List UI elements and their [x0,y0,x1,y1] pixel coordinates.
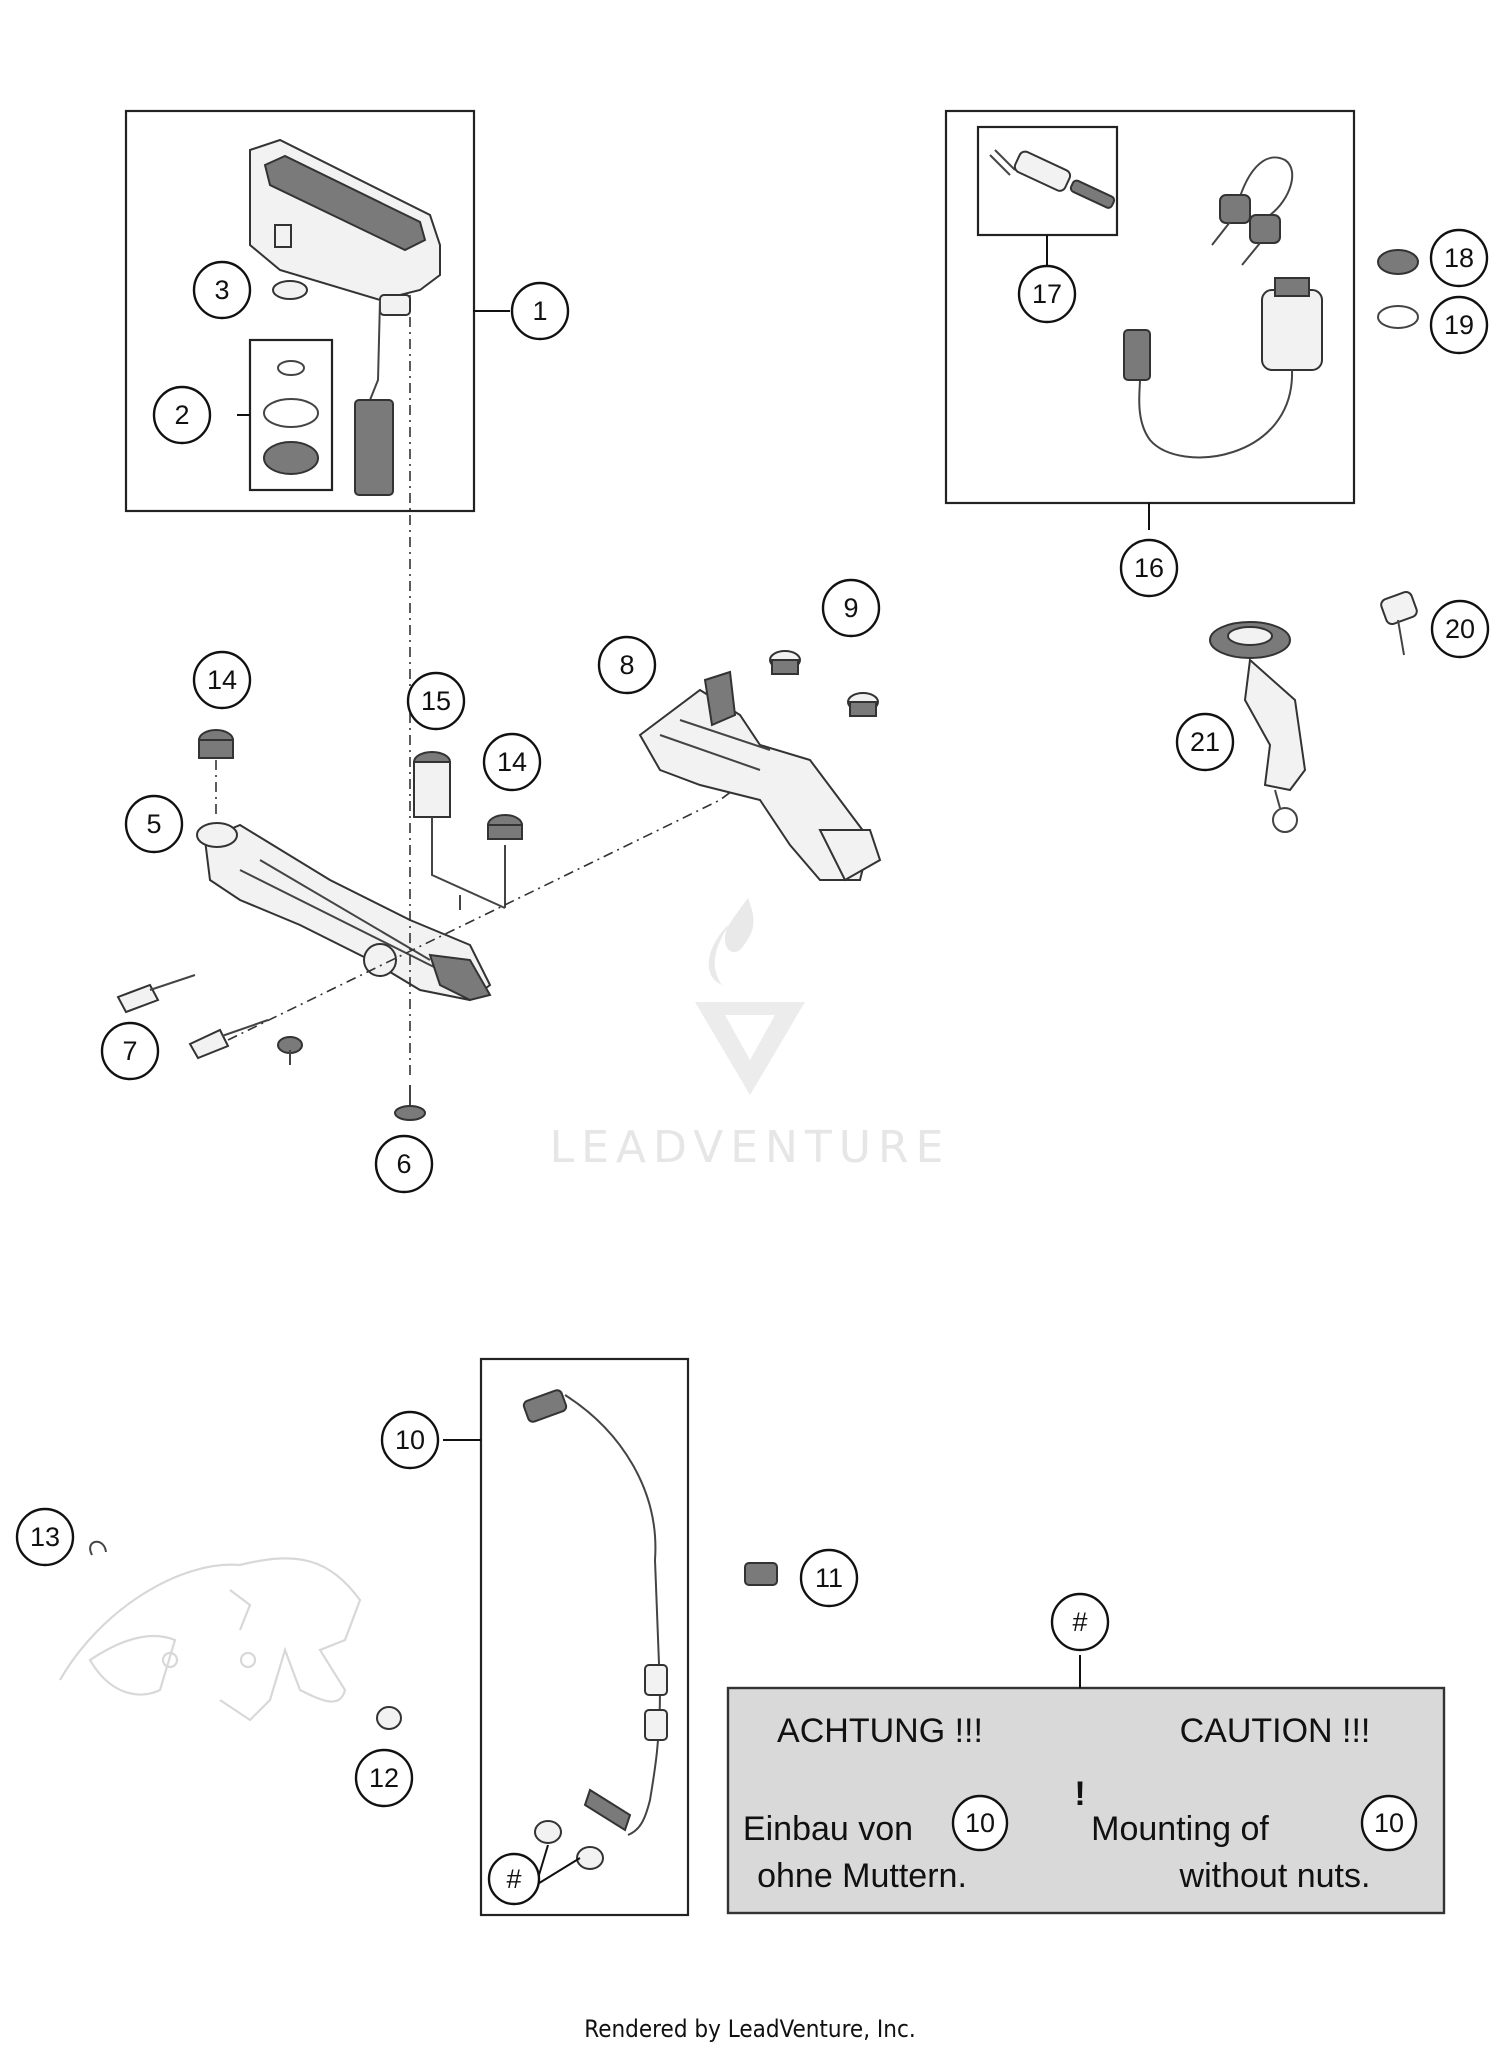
rubber-bushing-14a [198,729,234,815]
callout-14b: 14 [482,732,542,792]
callout-6: 6 [374,1134,434,1194]
sensor-cable-part [522,1389,668,1836]
svg-text:9: 9 [843,593,858,623]
ignition-switch-part [1123,277,1323,459]
svg-text:10: 10 [965,1808,995,1838]
rubber-bushing-5 [196,822,238,848]
callout-10: 10 [380,1410,440,1470]
callout-7: 7 [100,1021,160,1081]
caution-de-line2: ohne Muttern. [757,1857,967,1895]
callout-15: 15 [406,671,466,731]
callout-5: 5 [124,794,184,854]
fuel-cap-bracket-part [1209,621,1307,833]
flame-logo-icon [708,898,754,985]
callout-caution-en-ref: 10 [1360,1794,1418,1852]
callout-13: 13 [15,1507,75,1567]
callout-21: 21 [1175,712,1235,772]
callout-8: 8 [597,635,657,695]
caution-title-de: ACHTUNG !!! [777,1712,983,1750]
clip-part-11 [744,1562,778,1586]
exclamation-mark-icon: ! [1074,1775,1085,1813]
svg-text:18: 18 [1444,243,1474,273]
watermark-text: LEADVENTURE [550,1122,951,1173]
screw-part-7 [116,974,269,1060]
svg-text:2: 2 [174,400,189,430]
caution-en-line2: without nuts. [1179,1857,1371,1895]
holding-bracket-part [638,670,882,882]
svg-text:#: # [1072,1607,1087,1637]
dashboard-mount-part [203,823,492,1002]
nut-parts-hash [534,1820,604,1870]
svg-text:5: 5 [146,809,161,839]
callout-14a: 14 [192,650,252,710]
circlip-part-13 [89,1540,107,1556]
svg-text:15: 15 [421,686,451,716]
caution-title-en: CAUTION !!! [1180,1712,1371,1750]
svg-text:16: 16 [1134,553,1164,583]
callout-18: 18 [1429,228,1489,288]
callout-caution-de-ref: 10 [951,1794,1009,1852]
rings-part [1377,249,1419,329]
svg-text:11: 11 [815,1563,843,1593]
callout-1: 1 [510,281,570,341]
svg-text:10: 10 [395,1425,425,1455]
svg-text:17: 17 [1032,279,1062,309]
svg-text:10: 10 [1374,1808,1404,1838]
leadventure-watermark: LEADVENTURE [550,898,951,1173]
svg-text:14: 14 [207,665,237,695]
instrument-cluster-part [249,138,441,496]
nut-part-12 [376,1706,402,1730]
rubber-parts-kit [248,338,334,492]
callout-2: 2 [152,385,212,445]
key-blank-part [1380,591,1418,656]
footer-credit: Rendered by LeadVenture, Inc. [584,2015,916,2043]
svg-text:8: 8 [619,650,634,680]
svg-text:7: 7 [122,1036,137,1066]
svg-text:#: # [506,1864,521,1894]
lock-cylinder-part [989,149,1116,209]
caution-box [726,1686,1446,1915]
v-logo-icon [695,1002,805,1095]
assembly-line [431,817,506,910]
caution-de-line1: Einbau von [743,1810,913,1848]
group-frame-10 [479,1357,690,1917]
rubber-bushing-14b [487,814,523,840]
washer-part-3 [272,280,308,300]
callout-hash-bottom: # [487,1852,541,1906]
svg-text:20: 20 [1445,614,1475,644]
callout-11: 11 [799,1548,859,1608]
svg-text:12: 12 [369,1763,399,1793]
svg-text:3: 3 [214,275,229,305]
callout-19: 19 [1429,295,1489,355]
frame-ghost-outline [59,1557,362,1722]
nut-part-9 [769,650,879,717]
screw-part-6 [394,1085,426,1121]
keys-part [1211,156,1294,266]
callout-20: 20 [1430,599,1490,659]
callout-16: 16 [1119,538,1179,598]
bolt-part [277,1036,303,1065]
callout-12: 12 [354,1748,414,1808]
svg-text:1: 1 [532,296,547,326]
leader-lines [237,235,1150,1886]
svg-text:14: 14 [497,747,527,777]
callout-hash-top: # [1050,1592,1110,1652]
sleeve-part-15 [413,751,451,818]
svg-text:13: 13 [30,1522,60,1552]
callout-3: 3 [192,260,252,320]
svg-text:21: 21 [1190,727,1220,757]
callout-17: 17 [1017,264,1077,324]
callout-9: 9 [821,578,881,638]
svg-text:6: 6 [396,1149,411,1179]
svg-text:19: 19 [1444,310,1474,340]
caution-en-line1: Mounting of [1091,1810,1269,1848]
